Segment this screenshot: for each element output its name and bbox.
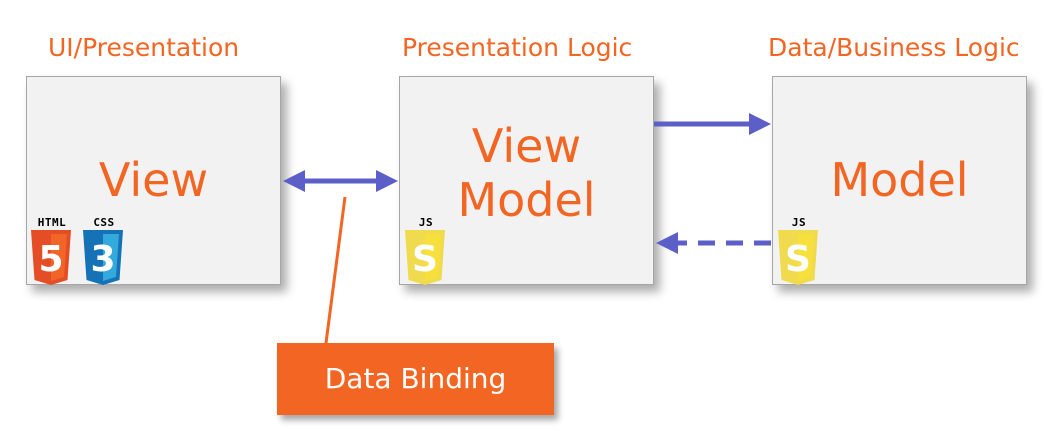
view-model-box-title: View Model <box>400 119 653 227</box>
view-model-title-line2: Model <box>457 173 596 227</box>
js-glyph: S <box>412 239 438 280</box>
vm-to-model-arrow <box>654 113 771 135</box>
js-glyph: S <box>785 239 811 280</box>
html5-caption: HTML <box>37 216 67 229</box>
callout-pointer-line <box>324 196 347 344</box>
css3-shield-icon: CSS 3 <box>81 217 127 287</box>
css3-glyph: 3 <box>90 239 115 280</box>
model-title-text: Model <box>830 153 969 207</box>
html5-glyph: 5 <box>38 239 63 280</box>
view-box: View HTML 5 CSS 3 <box>26 76 281 285</box>
model-box-title: Model <box>773 153 1026 207</box>
css3-caption: CSS <box>93 216 115 229</box>
data-binding-callout: Data Binding <box>277 343 554 415</box>
js-caption: JS <box>418 216 434 229</box>
js-caption: JS <box>791 216 807 229</box>
js-shield-icon: JS S <box>403 217 449 287</box>
tier-label-data-business-logic: Data/Business Logic <box>768 33 1020 62</box>
js-shield-icon: JS S <box>776 217 822 287</box>
view-box-title: View <box>27 153 280 207</box>
model-box: Model JS S <box>772 76 1027 285</box>
html5-shield-icon: HTML 5 <box>29 217 75 287</box>
view-model-title-line1: View <box>471 119 582 173</box>
binding-double-arrow <box>283 170 398 192</box>
tier-label-presentation-logic: Presentation Logic <box>402 33 633 62</box>
tier-label-ui-presentation: UI/Presentation <box>48 33 240 62</box>
view-title-text: View <box>98 153 209 207</box>
model-to-vm-dashed-arrow <box>656 232 771 254</box>
view-model-box: View Model JS S <box>399 76 654 285</box>
